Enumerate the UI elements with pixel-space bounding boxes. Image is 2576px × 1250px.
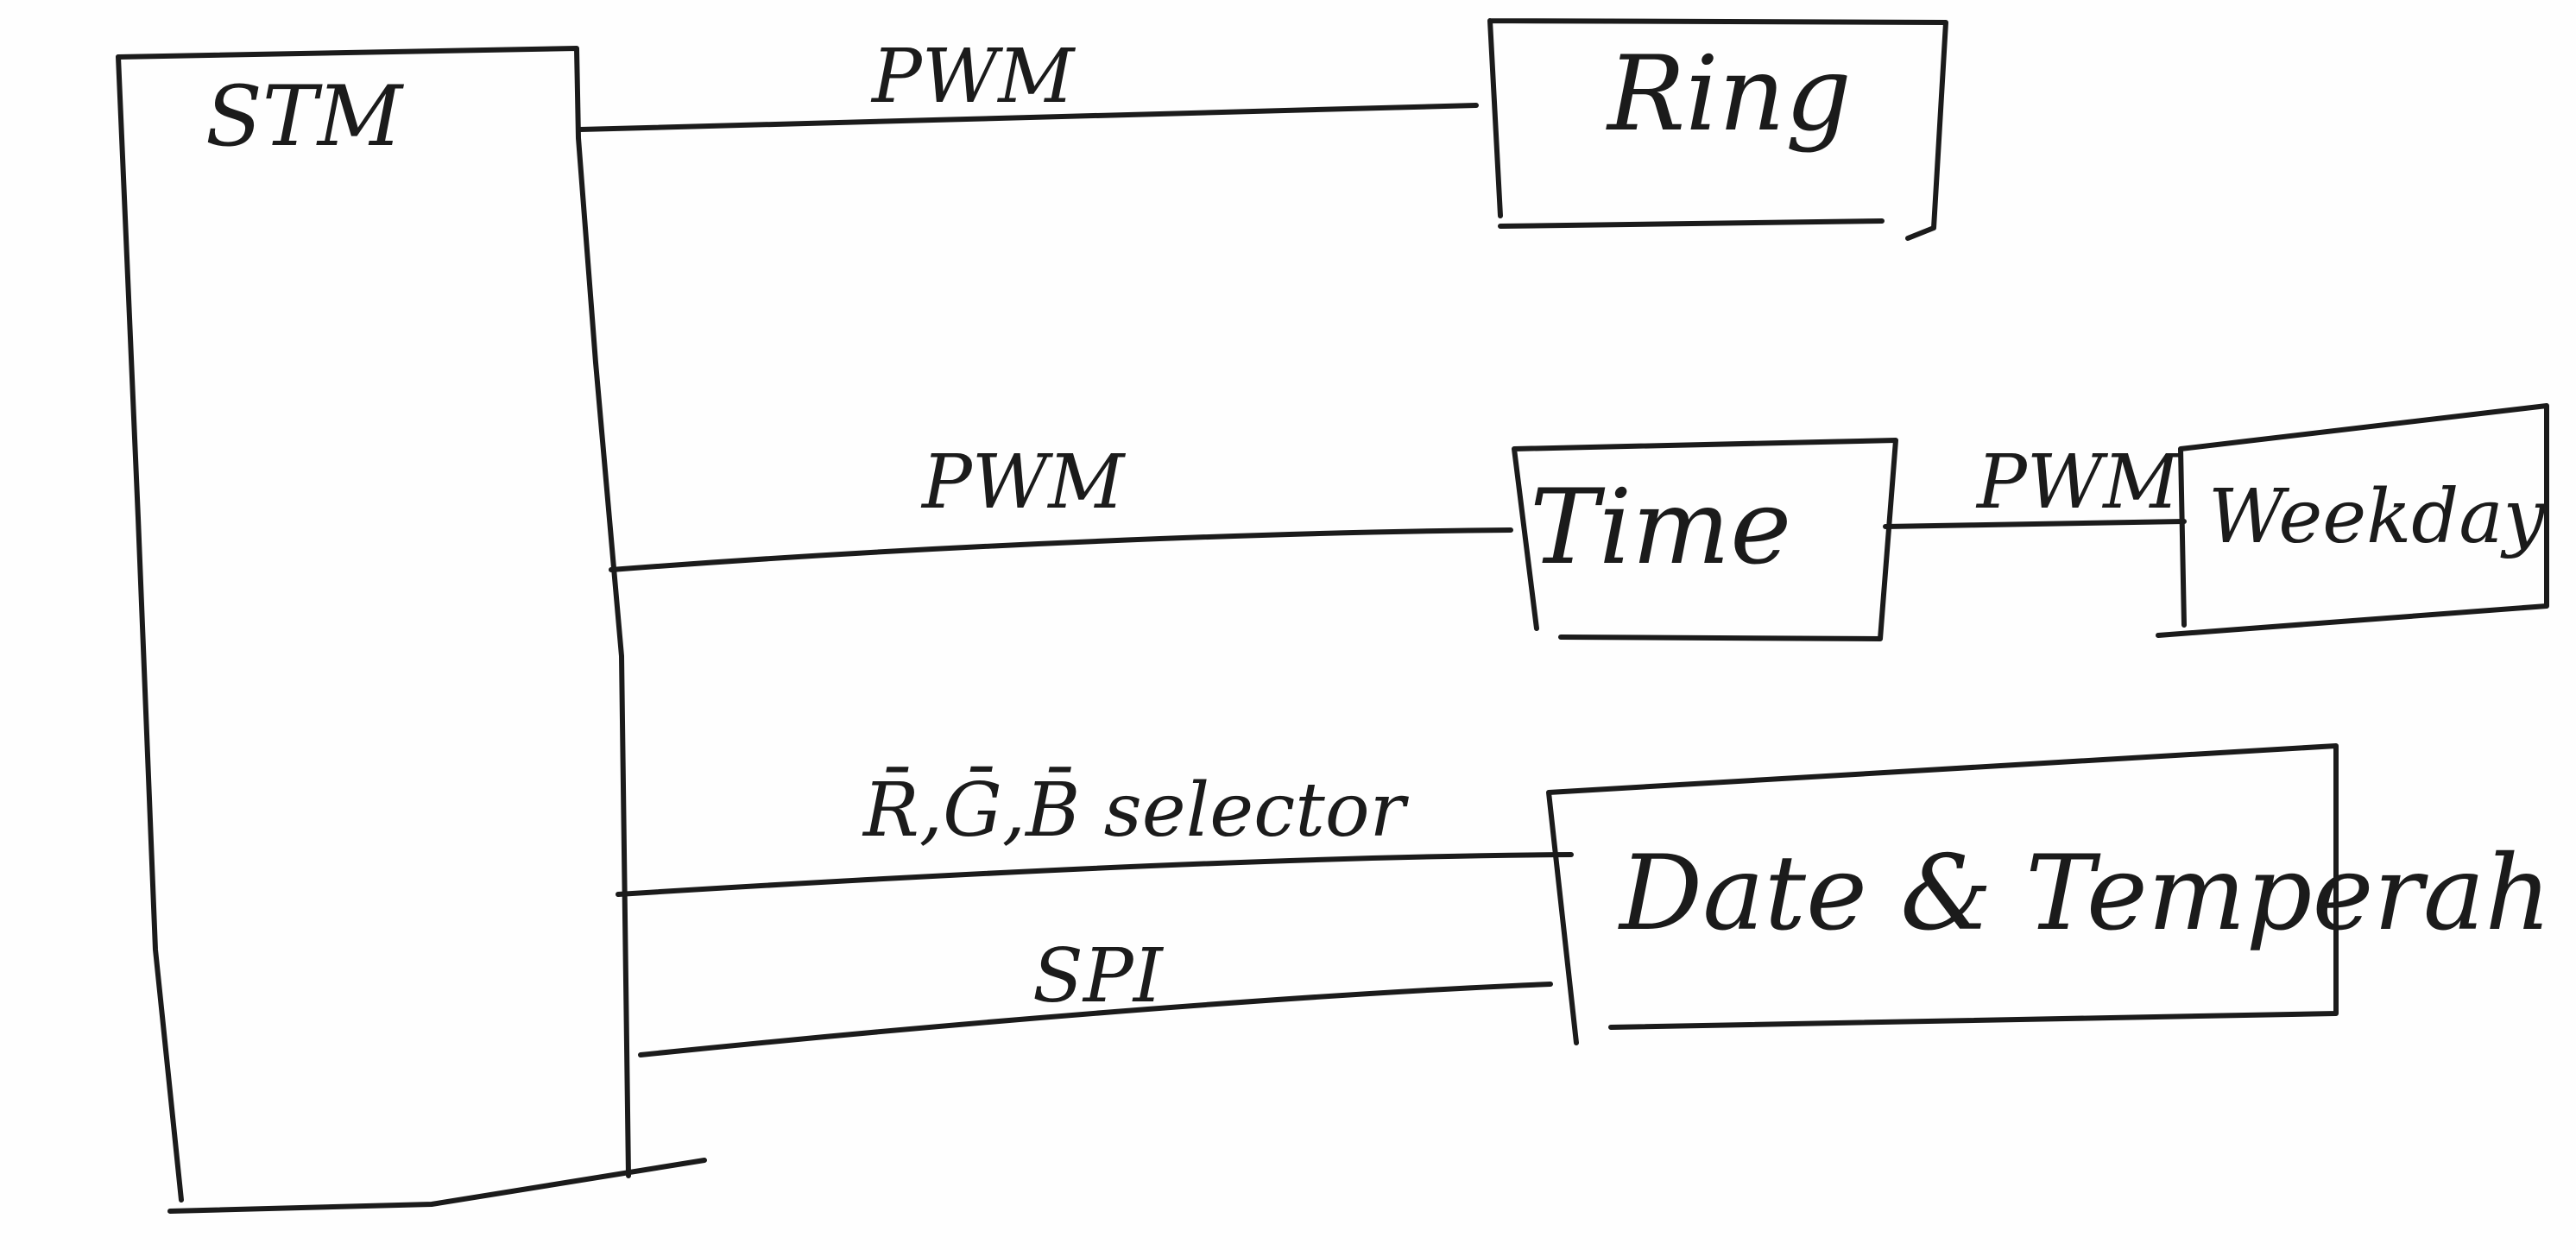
connection-pwm-weekday: PWM	[1883, 439, 2187, 529]
rgb-selector-line	[616, 852, 1574, 897]
mcu-block: STM	[116, 46, 707, 1214]
spi-line	[638, 982, 1553, 1057]
pwm-time-label: PWM	[920, 439, 1126, 526]
ring-block-label: Ring	[1606, 35, 1852, 155]
pwm-time-line	[609, 527, 1513, 572]
pwm-ring-line	[578, 103, 1479, 132]
pwm-weekday-label: PWM	[1975, 439, 2181, 526]
date-temp-block-label: Date & Temperah	[1618, 834, 2552, 954]
time-block-outline	[1512, 438, 1898, 641]
mcu-block-bottom-edge	[167, 1158, 707, 1214]
date-temp-block: Date & Temperah	[1546, 743, 2552, 1045]
mcu-block-left-edge	[116, 54, 184, 1203]
weekday-block-outline	[2156, 403, 2549, 638]
connection-rgb-selector: R̄,Ḡ,B̄ selector	[616, 766, 1574, 897]
connection-pwm-time: PWM	[609, 439, 1513, 572]
connection-pwm-ring: PWM	[578, 34, 1479, 132]
pwm-weekday-line	[1883, 519, 2187, 529]
mcu-label: STM	[205, 68, 405, 165]
time-block: Time	[1512, 438, 1898, 641]
rgb-selector-label: R̄,Ḡ,B̄ selector	[862, 766, 1410, 854]
weekday-block-label: Weekday	[2208, 474, 2547, 560]
date-temp-block-outline	[1546, 743, 2339, 1045]
weekday-block: Weekday	[2156, 403, 2549, 638]
spi-label: SPI	[1032, 933, 1165, 1020]
time-block-label: Time	[1530, 468, 1791, 588]
mcu-block-outline	[116, 46, 631, 1178]
ring-block: Ring	[1487, 18, 1948, 241]
pwm-ring-label: PWM	[870, 34, 1076, 120]
connection-spi: SPI	[638, 933, 1553, 1057]
ring-block-outline	[1487, 18, 1948, 241]
